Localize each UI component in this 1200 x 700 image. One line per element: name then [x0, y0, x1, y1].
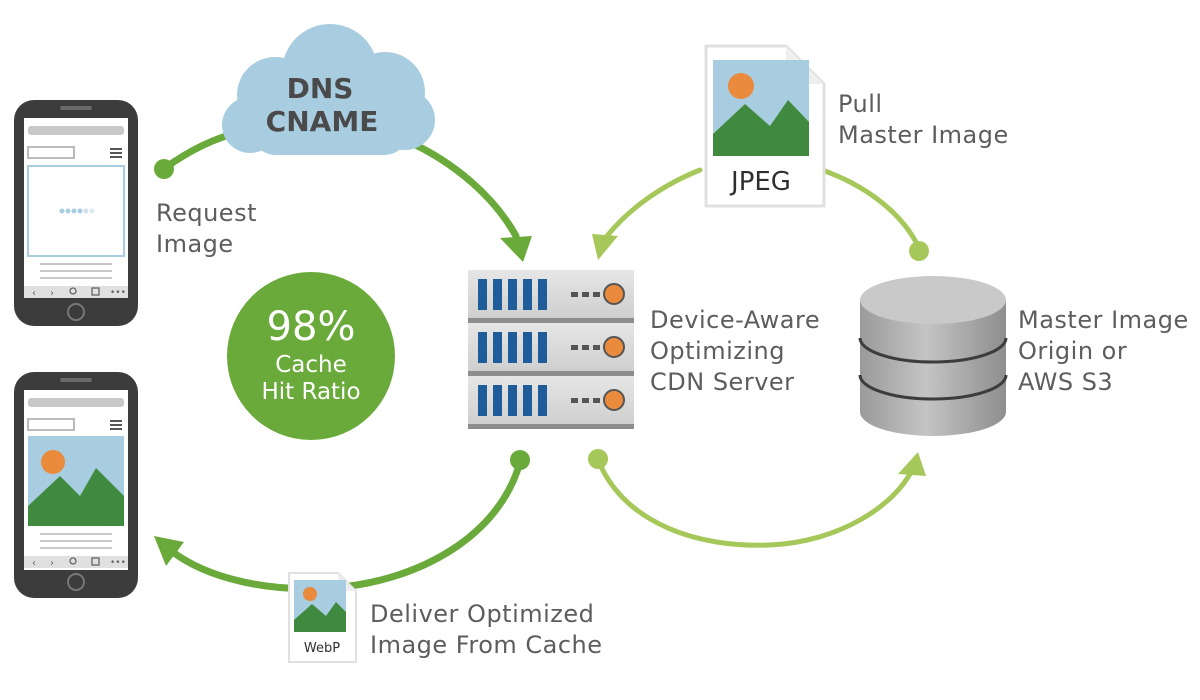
jpeg-file-icon: JPEG [704, 44, 826, 208]
origin-database-icon [858, 276, 1008, 436]
cache-hit-ratio-badge: 98% Cache Hit Ratio [227, 272, 395, 440]
webp-file-icon: WebP [288, 572, 357, 663]
svg-text:‹: ‹ [32, 558, 36, 569]
svg-text:‹: ‹ [32, 288, 36, 299]
dns-cloud: DNS CNAME [222, 24, 435, 155]
cdn-server-icon [467, 270, 635, 430]
deliver-arrow [154, 450, 530, 593]
svg-text:›: › [50, 288, 54, 299]
jpeg-label: JPEG [729, 167, 791, 197]
request-image-label: Request Image [156, 199, 257, 258]
cloud-line1: DNS [287, 72, 354, 105]
pull-master-image-label: Pull Master Image [838, 90, 1009, 149]
phone-requesting: ‹ › ••• [14, 100, 138, 326]
svg-text:•••: ••• [110, 288, 126, 298]
cache-hit-line1: Cache [275, 352, 347, 378]
pull-arrow-right [819, 167, 929, 261]
phone-delivered: ‹ › ••• [14, 372, 138, 598]
deliver-optimized-label: Deliver Optimized Image From Cache [370, 600, 603, 659]
cloud-line2: CNAME [266, 105, 379, 138]
svg-text:›: › [50, 558, 54, 569]
origin-label: Master Image Origin or AWS S3 [1018, 306, 1189, 396]
pull-arrow-left [592, 167, 703, 260]
svg-text:•••: ••• [110, 558, 126, 568]
cdn-server-label: Device-Aware Optimizing CDN Server [650, 306, 821, 396]
webp-label: WebP [304, 641, 340, 656]
cache-hit-line2: Hit Ratio [261, 379, 360, 405]
origin-arrow [588, 449, 926, 548]
cache-hit-value: 98% [267, 304, 356, 350]
